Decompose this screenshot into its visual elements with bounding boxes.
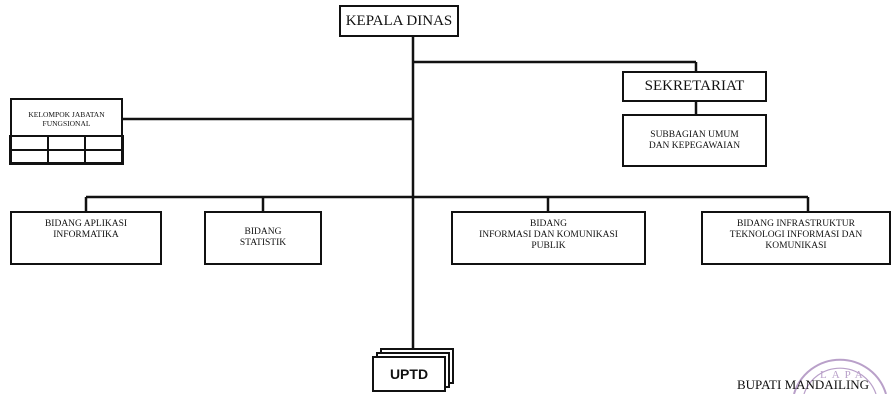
uptd-box: UPTD bbox=[372, 348, 457, 396]
division-label-applications: BIDANG APLIKASI INFORMATIKA bbox=[44, 219, 128, 240]
functional-group-grid bbox=[9, 135, 124, 165]
functional-group-label: KELOMPOK JABATAN FUNGSIONAL bbox=[28, 110, 105, 128]
official-stamp: LAPA bbox=[793, 358, 887, 394]
division-label-public-info: BIDANG INFORMASI DAN KOMUNIKASI PUBLIK bbox=[479, 219, 618, 251]
head-box: KEPALA DINAS bbox=[339, 5, 459, 37]
division-label-infrastructure: BIDANG INFRASTRUKTUR TEKNOLOGI INFORMASI… bbox=[729, 219, 863, 251]
grid-cell bbox=[84, 149, 124, 165]
signature-label: BUPATI MANDAILING bbox=[737, 377, 870, 392]
grid-cell bbox=[46, 149, 87, 165]
grid-cell bbox=[9, 149, 49, 165]
division-box-applications: BIDANG APLIKASI INFORMATIKA bbox=[10, 211, 162, 265]
secretariat-box: SEKRETARIAT bbox=[622, 71, 767, 102]
uptd-label: UPTD bbox=[389, 366, 429, 382]
uptd-sheet-front: UPTD bbox=[372, 356, 446, 392]
head-label: KEPALA DINAS bbox=[345, 12, 453, 29]
division-box-public-info: BIDANG INFORMASI DAN KOMUNIKASI PUBLIK bbox=[451, 211, 646, 265]
division-label-statistics: BIDANG STATISTIK bbox=[239, 227, 287, 248]
subsection-label: SUBBAGIAN UMUM DAN KEPEGAWAIAN bbox=[648, 129, 741, 151]
secretariat-label: SEKRETARIAT bbox=[644, 78, 745, 94]
division-box-statistics: BIDANG STATISTIK bbox=[204, 211, 322, 265]
division-box-infrastructure: BIDANG INFRASTRUKTUR TEKNOLOGI INFORMASI… bbox=[701, 211, 891, 265]
subsection-box: SUBBAGIAN UMUM DAN KEPEGAWAIAN bbox=[622, 114, 767, 167]
functional-group-box: KELOMPOK JABATAN FUNGSIONAL bbox=[9, 98, 124, 165]
svg-text:LAPA: LAPA bbox=[820, 369, 868, 381]
